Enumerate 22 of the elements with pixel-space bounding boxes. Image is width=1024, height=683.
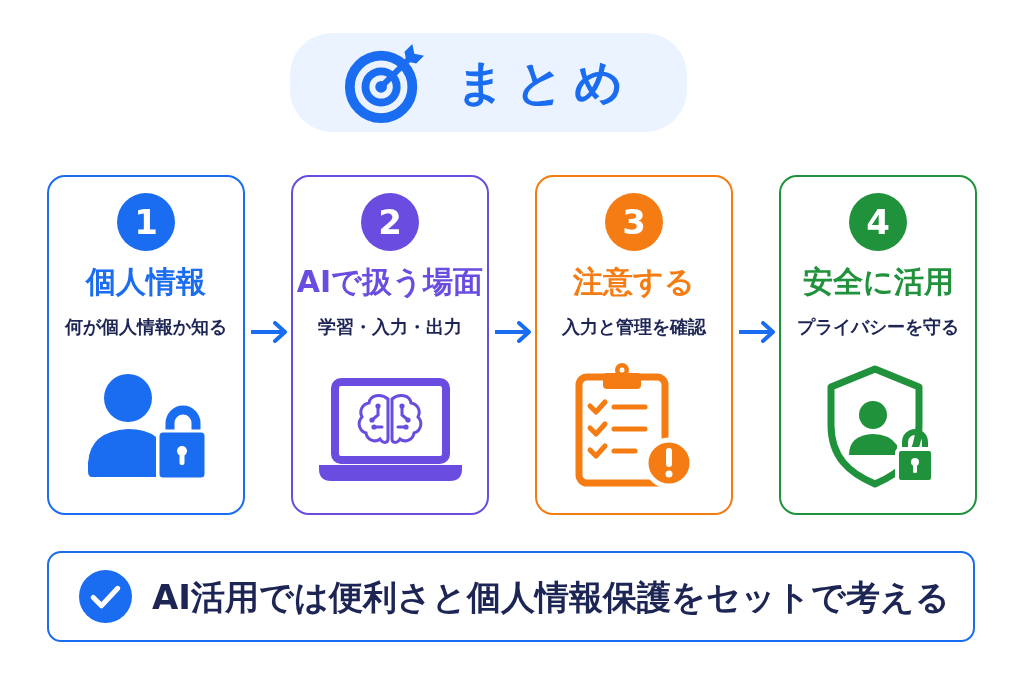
step-heading: 安全に活用 [802, 264, 954, 300]
summary-box [47, 551, 975, 642]
summary-text: AI活用では便利さと個人情報保護をセットで考える [152, 575, 950, 618]
step-description: 入力と管理を確認 [562, 316, 706, 338]
step-number: 2 [361, 193, 419, 251]
step-number: 3 [605, 193, 663, 251]
step-card [535, 175, 733, 515]
arrow [251, 321, 287, 343]
step-number: 1 [117, 193, 175, 251]
step-heading: AIで扱う場面 [296, 264, 484, 300]
title-text: まとめ [456, 53, 633, 112]
arrow [739, 321, 775, 343]
step-heading: 個人情報 [86, 264, 206, 300]
step-card [47, 175, 245, 515]
step-card [779, 175, 977, 515]
step-card [291, 175, 489, 515]
step-number: 4 [849, 193, 907, 251]
arrow [495, 321, 531, 343]
step-description: プライバシーを守る [797, 316, 959, 338]
step-description: 学習・入力・出力 [318, 316, 462, 338]
step-heading: 注意する [573, 264, 695, 300]
step-description: 何が個人情報か知る [65, 316, 227, 338]
